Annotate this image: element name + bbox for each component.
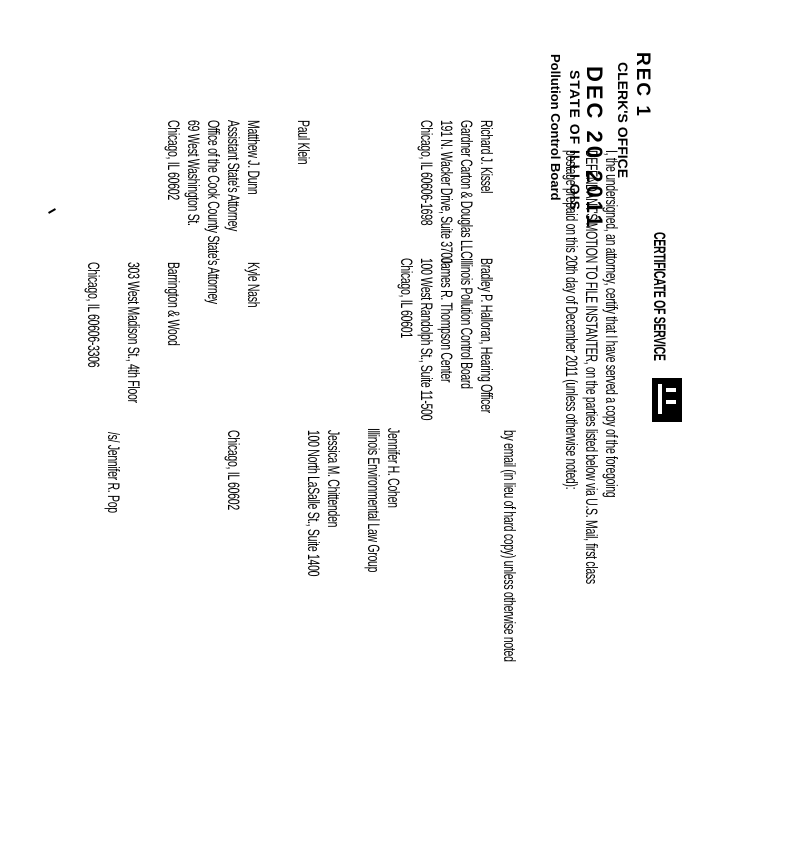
recipient-name-3: Bradley P. Halloran, Hearing Officer xyxy=(477,258,496,413)
signature-line: /s/ Jennifer R. Pop xyxy=(104,432,123,513)
recipient-line-2-3: Office of the Cook County State's Attorn… xyxy=(204,120,223,304)
recipient-name-4: Kyle Nash xyxy=(244,262,263,308)
recipient-line-5-1: Illinois Environmental Law Group xyxy=(364,428,383,573)
recipient-name-5: Jennifer H. Cohen xyxy=(384,428,403,508)
recipient-line-4-1: Barrington & Wood xyxy=(164,262,183,346)
recipient-line-5-4: Chicago, IL 60602 xyxy=(224,430,243,510)
recipient-line-4-3: Chicago, IL 60606-3306 xyxy=(84,262,103,368)
recipient-line-3-3: 100 West Randolph St., Suite 11-500 xyxy=(417,258,436,421)
certificate-line-1: I, the undersigned, an attorney, certify… xyxy=(602,150,621,498)
recipient-name-2: Paul Klein xyxy=(294,120,313,165)
recipient-line-3-4: Chicago, IL 60601 xyxy=(397,258,416,338)
recipient-line-4-2: 303 West Madison St., 4th Floor xyxy=(124,262,143,403)
certificate-line-2: DEFENDANT'S MOTION TO FILE INSTANTER, on… xyxy=(582,150,601,584)
stamp-board: Pollution Control Board xyxy=(548,54,563,201)
scan-speck xyxy=(48,208,56,214)
recipient-line-2-2: Assistant State's Attorney xyxy=(224,120,243,232)
recipient-line-3-2: James R. Thompson Center xyxy=(437,258,456,383)
recipient-line-2-1: Matthew J. Dunn xyxy=(244,120,263,195)
recipient-line-3-1: Illinois Pollution Control Board xyxy=(457,258,476,389)
recipient-line-2-5: Chicago, IL 60602 xyxy=(164,120,183,200)
recipient-line-5-2: Jessica M. Chittenden xyxy=(324,430,343,528)
certificate-heading: CERTIFICATE OF SERVICE xyxy=(650,232,669,361)
law-firm-logo xyxy=(652,378,682,422)
stamp-rec: REC 1 xyxy=(632,52,653,118)
recipient-name-1: Richard J. Kissel xyxy=(477,120,496,194)
certificate-closing: by email (in lieu of hard copy) unless o… xyxy=(500,430,519,662)
recipient-line-5-3: 100 North LaSalle St., Suite 1400 xyxy=(304,430,323,577)
certificate-line-3: postage prepaid on this 20th day of Dece… xyxy=(562,150,581,490)
recipient-line-2-4: 69 West Washington St. xyxy=(184,120,203,226)
